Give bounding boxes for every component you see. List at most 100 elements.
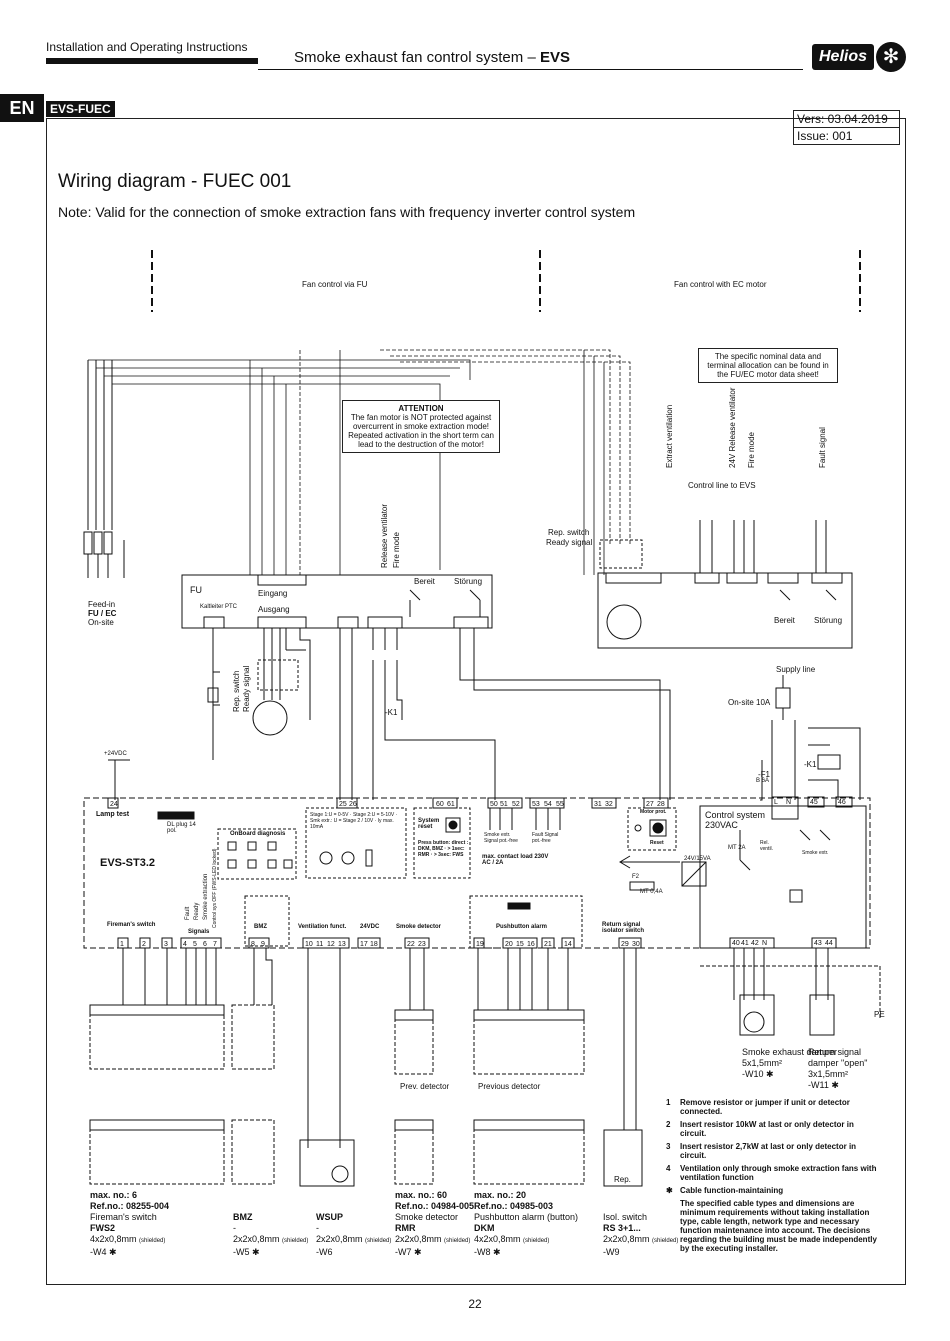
- terminal-number: 29: [621, 941, 629, 948]
- legend-num: 2: [666, 1120, 671, 1129]
- cable-id: -W7 ✱: [395, 1247, 422, 1257]
- attention-box: ATTENTION The fan motor is NOT protected…: [342, 400, 500, 453]
- fan-control-fu-label: Fan control via FU: [302, 280, 368, 289]
- doc-code-tag: EVS-FUEC: [46, 101, 115, 117]
- cable-name: RS 3+1...: [603, 1223, 641, 1233]
- group-pushbutton-alarm: Pushbutton alarm: [496, 924, 548, 930]
- cable-ref: WSUP: [316, 1212, 343, 1222]
- cable-type: 4x2x0,8mm: [90, 1234, 137, 1244]
- group-firemans-switch: Fireman's switch: [107, 922, 156, 928]
- cable-id: -W6: [316, 1247, 333, 1257]
- signals-label: Signals: [188, 929, 210, 935]
- ec-signal-extract: Extract ventilation: [665, 404, 674, 468]
- terminal-number: 53: [532, 801, 540, 808]
- cable-spec: 2x2x0,8mm (shielded): [395, 1234, 474, 1247]
- cable-type: 4x2x0,8mm: [474, 1234, 521, 1244]
- terminal-number: 21: [544, 941, 552, 948]
- terminal-number: 50: [490, 801, 498, 808]
- group-smoke-detector: Smoke detector: [396, 924, 442, 930]
- terminal-number: 2: [142, 941, 146, 948]
- terminal-number: 5: [193, 941, 197, 948]
- legend-num: 1: [666, 1098, 671, 1107]
- fu-label: FU: [190, 585, 202, 595]
- group-bmz: BMZ: [254, 924, 267, 930]
- terminal-number: 30: [632, 941, 640, 948]
- cable-name: Smoke detector: [395, 1212, 459, 1222]
- terminal-number: 20: [505, 941, 513, 948]
- attention-text: The fan motor is NOT protected against o…: [348, 413, 494, 449]
- cable-type: 2x2x0,8mm: [316, 1234, 363, 1244]
- pe-label: PE: [874, 1010, 885, 1019]
- terminal-number: 22: [407, 941, 415, 948]
- page-number: 22: [468, 1297, 482, 1311]
- damper-name: Smoke exhaust damper: [742, 1047, 838, 1057]
- damper-smoke-exhaust: Smoke exhaust damper 5x1,5mm² -W10 ✱: [742, 1047, 837, 1080]
- group-return-signal: Return signal isolator switch: [602, 922, 645, 934]
- product-title: Smoke exhaust fan control system – EVS: [294, 49, 570, 66]
- legend-text: Insert resistor 10kW at last or only det…: [680, 1120, 854, 1138]
- terminal-number: 52: [512, 801, 520, 808]
- terminal-number: 10: [305, 941, 313, 948]
- terminal-number: 4: [183, 941, 187, 948]
- lamp-test-label: Lamp test: [96, 811, 130, 818]
- terminal-number: 31: [594, 801, 602, 808]
- terminal-number: 27: [646, 801, 654, 808]
- header-thin-rule: [258, 69, 803, 70]
- cable-caption-wsup: WSUP - 2x2x0,8mm (shielded) -W6: [316, 1212, 391, 1258]
- cable-max: max. no.: 20: [474, 1190, 527, 1200]
- f2-rating-label: MT 0,4A: [640, 889, 663, 895]
- rep-label: Rep.: [614, 1175, 631, 1184]
- cable-max: max. no.: 6: [90, 1190, 138, 1200]
- legend-text: Insert resistor 2,7kW at last or only de…: [680, 1142, 857, 1160]
- version-date: Vers: 03.04.2019: [797, 112, 888, 126]
- legend-num: 3: [666, 1142, 671, 1151]
- cable-code: DKM: [474, 1223, 495, 1233]
- signal-smoke-extraction: Smoke extraction: [203, 873, 209, 920]
- terminal-number: 42: [751, 940, 759, 947]
- cable-ref: Isol. switch: [603, 1212, 648, 1222]
- cable-caption-rmr: max. no.: 60 Ref.no.: 04984-005 Smoke de…: [395, 1190, 474, 1258]
- cable-type: 2x2x0,8mm: [233, 1234, 280, 1244]
- signal-control-off: Control sys OFF (FWS-LED locked): [212, 848, 218, 928]
- terminal-number: N: [786, 799, 791, 806]
- group-24vdc: 24VDC: [360, 924, 380, 930]
- product-code: EVS: [539, 49, 570, 66]
- version-box: Vers: 03.04.2019 Issue: 001: [793, 110, 900, 145]
- signal-fault: Fault: [185, 906, 191, 920]
- cable-id: -W9: [603, 1247, 620, 1257]
- terminal-number: 11: [316, 941, 323, 948]
- ec-bereit-label: Bereit: [774, 616, 795, 625]
- prev-detector-label: Prev. detector: [400, 1082, 450, 1091]
- smoke-extr-label: Smoke extr.: [802, 850, 829, 856]
- terminal-number: 55: [556, 801, 564, 808]
- legend-item: The specified cable types and dimensions…: [666, 1199, 882, 1253]
- version-issue: Issue: 001: [794, 127, 899, 144]
- supply-line-label: Supply line: [776, 665, 816, 674]
- terminal-number: 26: [349, 801, 357, 808]
- plus24-label: +24VDC: [104, 751, 127, 757]
- terminal-number: 28: [657, 801, 665, 808]
- cable-shield: (shielded): [365, 1238, 392, 1244]
- cable-spec: 4x2x0,8mm (shielded): [90, 1234, 169, 1247]
- cable-id: -W5 ✱: [233, 1247, 260, 1257]
- legend-text: The specified cable types and dimensions…: [680, 1199, 877, 1253]
- header-thick-rule: [46, 58, 258, 64]
- terminal-number: 14: [564, 941, 572, 948]
- terminal-number: 15: [516, 941, 524, 948]
- terminal-number: 24: [110, 801, 118, 808]
- fu-input-label: Eingang: [258, 589, 288, 598]
- cable-id: -W8 ✱: [474, 1247, 501, 1257]
- ec-ready-signal-label: Ready signal: [546, 538, 593, 547]
- ec-signal-release: 24V Release ventilator: [728, 387, 737, 469]
- cable-type: 2x2x0,8mm: [603, 1234, 650, 1244]
- cable-code: RMR: [395, 1223, 416, 1233]
- cable-caption-bmz: BMZ - 2x2x0,8mm (shielded) -W5 ✱: [233, 1212, 308, 1258]
- damper-cable: 5x1,5mm²: [742, 1058, 783, 1068]
- terminal-number: 12: [327, 941, 335, 948]
- legend-num: 4: [666, 1164, 671, 1173]
- system-reset-label: System reset: [418, 818, 440, 830]
- damper-id: -W10 ✱: [742, 1069, 774, 1079]
